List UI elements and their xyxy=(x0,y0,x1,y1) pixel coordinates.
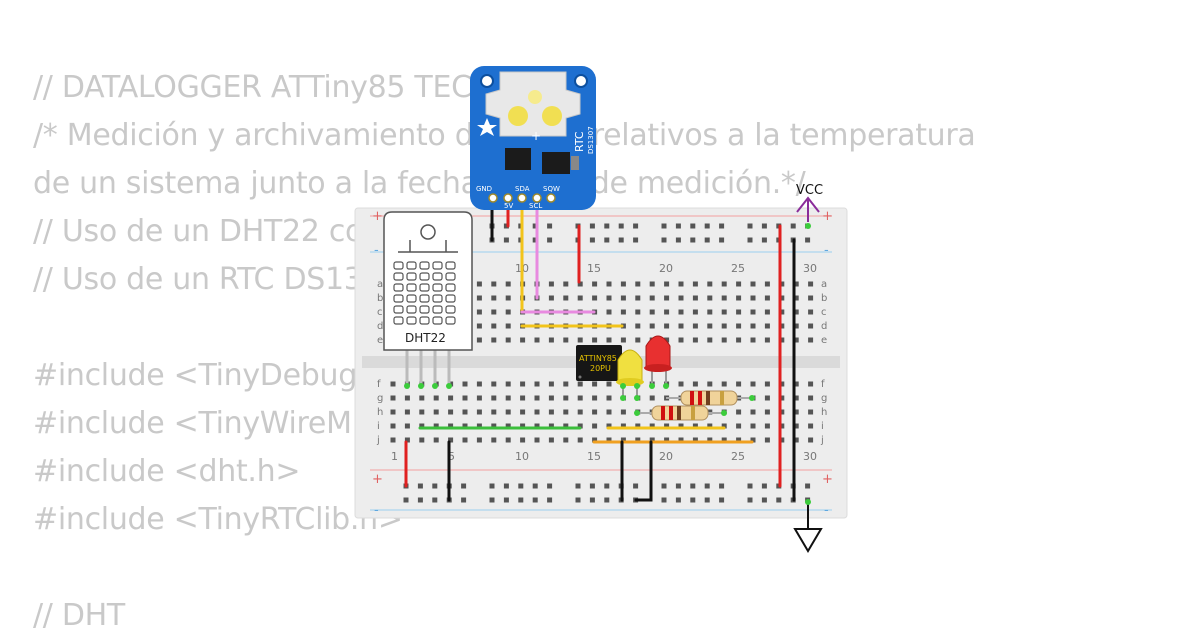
rtc-pin-gnd: GND xyxy=(476,185,492,193)
mcu-label-line1: ATTINY85 xyxy=(579,354,617,363)
rail-plus-br: + xyxy=(822,472,833,487)
dht22-sensor: DHT22 xyxy=(383,211,473,386)
row-letter-i-right: i xyxy=(821,421,824,432)
vcc-arrow-icon xyxy=(796,196,820,222)
row-letter-d-left: d xyxy=(377,321,383,332)
col-num-top-15: 15 xyxy=(587,262,601,275)
row-letter-d-right: d xyxy=(821,321,827,332)
row-letter-f-right: f xyxy=(821,379,825,390)
wire-black-bottom-hook xyxy=(634,440,653,502)
row-letter-e-right: e xyxy=(821,335,827,346)
rail-minus-tr: - xyxy=(824,243,829,258)
row-letter-b-left: b xyxy=(377,293,383,304)
rail-minus-br: - xyxy=(824,503,829,518)
led-red xyxy=(644,335,672,384)
col-num-top-25: 25 xyxy=(731,262,745,275)
col-num-top-30: 30 xyxy=(803,262,817,275)
col-num-top-20: 20 xyxy=(659,262,673,275)
row-letter-h-left: h xyxy=(377,407,383,418)
attiny85-chip: ATTINY85 20PU xyxy=(576,345,622,381)
col-num-bot-15: 15 xyxy=(587,450,601,463)
rtc-title: RTC xyxy=(573,131,586,152)
col-num-bot-10: 10 xyxy=(515,450,529,463)
ground-symbol xyxy=(793,502,823,553)
col-num-bot-1: 1 xyxy=(391,450,398,463)
ground-symbol-icon xyxy=(793,528,823,553)
rtc-pin-5v: 5V xyxy=(504,202,513,210)
rail-plus-tl: + xyxy=(372,209,383,224)
row-letter-c-right: c xyxy=(821,307,827,318)
rail-plus-tr: + xyxy=(822,209,833,224)
connection-dots xyxy=(404,223,811,505)
row-letter-h-right: h xyxy=(821,407,827,418)
col-num-bot-20: 20 xyxy=(659,450,673,463)
svg-text:+: + xyxy=(531,129,541,143)
vcc-symbol: VCC xyxy=(796,183,823,222)
rtc-pin-scl: SCL xyxy=(529,202,542,210)
mcu-label-line2: 20PU xyxy=(590,364,611,373)
vcc-label: VCC xyxy=(796,183,823,198)
code-line-1: // DATALOGGER ATTiny85 TEC xyxy=(33,70,472,105)
code-line-12: // DHT xyxy=(33,598,125,633)
col-num-bot-5: 5 xyxy=(448,450,455,463)
col-num-bot-30: 30 xyxy=(803,450,817,463)
rtc-pin-sda: SDA xyxy=(515,185,530,193)
row-letter-i-left: i xyxy=(377,421,380,432)
col-num-bot-25: 25 xyxy=(731,450,745,463)
code-line-5: // Uso de un RTC DS13 xyxy=(33,262,363,297)
rtc-module: + RTC DS1307 GND 5V SDA SCL SQW xyxy=(470,66,596,210)
resistor-upper xyxy=(666,390,752,406)
row-letter-f-left: f xyxy=(377,379,381,390)
rail-minus-bl: - xyxy=(374,503,379,518)
row-letter-c-left: c xyxy=(377,307,383,318)
row-letter-g-left: g xyxy=(377,393,383,404)
rtc-pin-sqw: SQW xyxy=(543,185,560,193)
code-line-8: #include <TinyWireM. xyxy=(33,406,361,441)
rtc-chip-label: DS1307 xyxy=(587,126,595,154)
dht22-label: DHT22 xyxy=(405,331,446,345)
star-logo-icon xyxy=(477,118,497,136)
row-letter-a-right: a xyxy=(821,279,827,290)
row-letter-e-left: e xyxy=(377,335,383,346)
rail-plus-bl: + xyxy=(372,472,383,487)
row-letter-g-right: g xyxy=(821,393,827,404)
code-line-7: #include <TinyDebug. xyxy=(33,358,367,393)
wires xyxy=(404,194,796,502)
row-letter-a-left: a xyxy=(377,279,383,290)
code-line-9: #include <dht.h> xyxy=(33,454,301,489)
row-letter-j-right: j xyxy=(820,435,824,446)
row-letter-b-right: b xyxy=(821,293,827,304)
resistor-lower xyxy=(637,405,724,421)
rail-minus-tl: - xyxy=(374,243,379,258)
row-letter-j-left: j xyxy=(376,435,380,446)
